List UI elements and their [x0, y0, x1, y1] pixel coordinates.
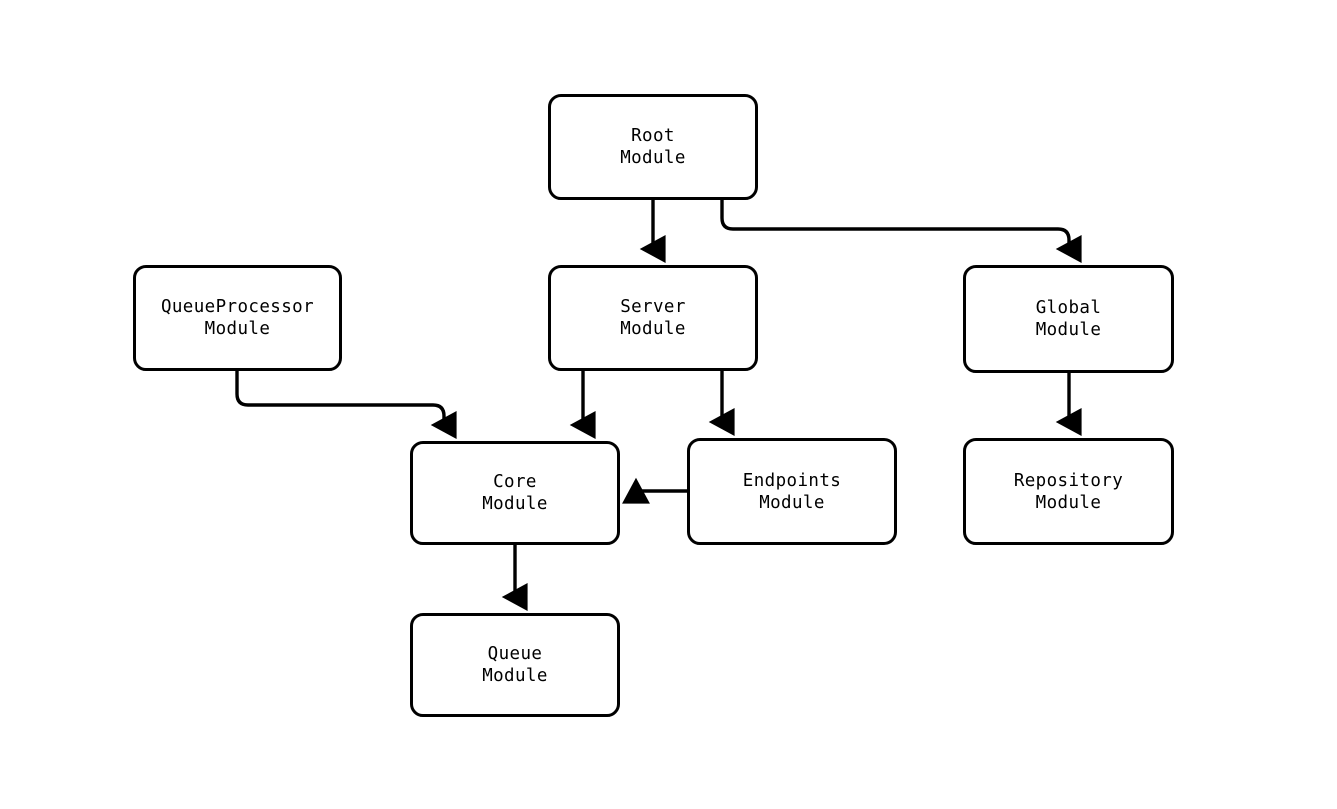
node-root-label: Root Module — [620, 126, 686, 168]
node-queue[interactable]: Queue Module — [410, 613, 620, 717]
node-queue-label: Queue Module — [482, 644, 548, 686]
node-server-label: Server Module — [620, 297, 686, 339]
edge-root-to-global — [720, 200, 1082, 263]
node-endpoints-label: Endpoints Module — [742, 470, 842, 513]
edge-queueprocessor-to-core — [235, 371, 457, 439]
node-repository[interactable]: Repository Module — [963, 438, 1174, 545]
node-core-label: Core Module — [482, 472, 548, 514]
node-queueprocessor-label: QueueProcessor Module — [160, 297, 315, 339]
node-endpoints[interactable]: Endpoints Module — [687, 438, 897, 545]
node-repository-label: Repository Module — [1013, 470, 1124, 513]
node-server[interactable]: Server Module — [548, 265, 758, 371]
node-core[interactable]: Core Module — [410, 441, 620, 545]
node-root[interactable]: Root Module — [548, 94, 758, 200]
node-global-label: Global Module — [1035, 298, 1102, 340]
node-global[interactable]: Global Module — [963, 265, 1174, 373]
node-queueprocessor[interactable]: QueueProcessor Module — [133, 265, 342, 371]
